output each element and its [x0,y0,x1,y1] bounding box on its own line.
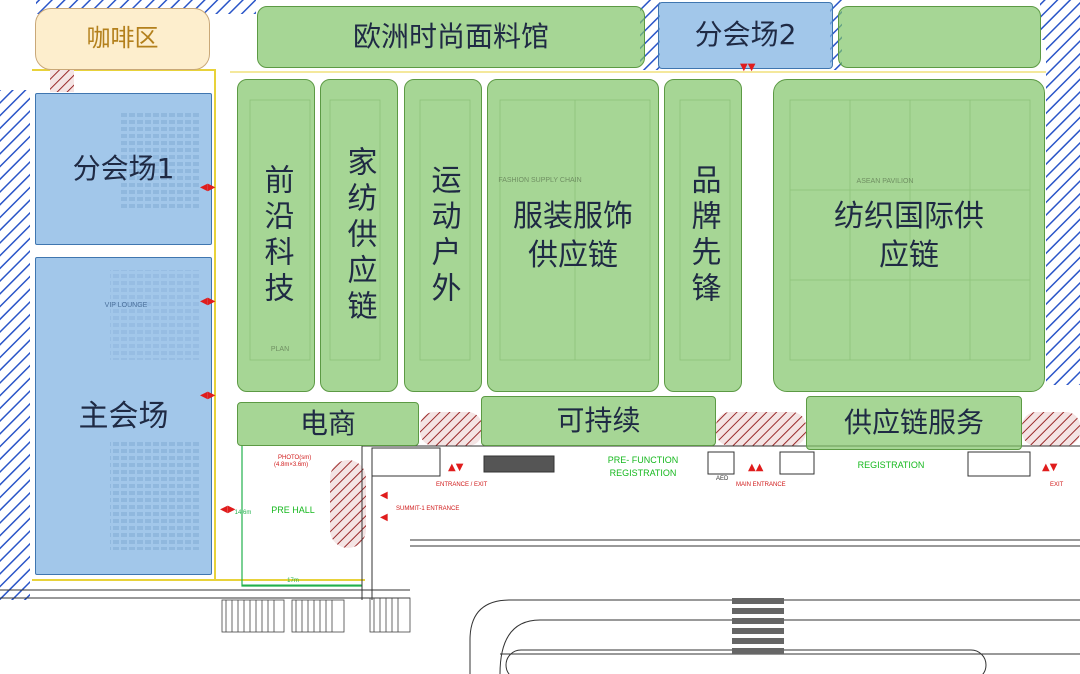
zone-european-fabric-hall-label: 欧洲时尚面料馆 [352,19,549,53]
zone-subvenue-1[interactable]: 分会场1 [35,93,212,245]
zone-cafe-label: 咖啡区 [86,24,159,53]
red-hatch-area-4 [330,460,366,548]
stairs-detail [221,597,411,633]
label-vip-lounge: VIP LOUNGE [104,302,148,309]
arrow-double-icon: ◀▶ [200,390,216,401]
zone-sports-outdoor[interactable]: 运动户外 [404,79,482,392]
pre-hall-outline [241,446,362,587]
zone-sports-outdoor-label: 运动户外 [425,163,461,308]
arrow-up-icon: ▲▼ [448,462,464,473]
zone-home-textile-supply-chain-label: 家纺供应链 [341,145,377,326]
zone-frontier-tech[interactable]: 前沿科技 [237,79,315,392]
zone-textile-international-supply-chain[interactable]: 纺织国际供应链 [773,79,1045,392]
arrow-left-icon: ◀ [380,512,388,523]
hatched-wall-top-1 [640,0,660,70]
label-exit: EXIT [1050,482,1064,488]
zone-ecommerce-label: 电商 [299,406,356,440]
label-photo-note: PHOTO(sm) [278,455,312,461]
arrow-double-icon: ◀▶ [220,504,236,515]
arrow-double-icon: ◀▶ [200,296,216,307]
label-plan-item: PLAN [270,346,290,353]
arrow-double-icon: ▼▼ [740,62,756,73]
label-pre-function: PRE- FUNCTION [607,455,679,465]
zone-subvenue-2-label: 分会场2 [694,18,797,52]
label-registration-1: REGISTRATION [609,468,677,478]
zone-home-textile-supply-chain[interactable]: 家纺供应链 [320,79,398,392]
hall-outline-yellow [32,69,216,581]
zone-european-fabric-hall[interactable]: 欧洲时尚面料馆 [257,6,645,68]
label-width-1: 14.6m [234,510,252,516]
label-registration-2: REGISTRATION [857,460,925,470]
label-asean-pavilion: ASEAN PAVILION [856,178,914,185]
label-main-entrance: MAIN ENTRANCE [736,482,786,488]
zone-brand-pioneer-label: 品牌先锋 [685,163,721,308]
zone-main-venue-label: 主会场 [78,398,169,434]
label-pre-hall: PRE HALL [271,505,315,515]
red-hatch-column-top [50,70,74,92]
zone-apparel-supply-chain-label: 服装服饰供应链 [513,198,633,273]
zone-apparel-supply-chain[interactable]: 服装服饰供应链 [487,79,659,392]
crosswalk [732,598,784,654]
label-photo-dim: (4.8m×3.6m) [274,462,309,468]
label-fashion-supply-chain: FASHION SUPPLY CHAIN [498,177,582,184]
label-aed: AED [716,476,729,482]
zone-main-venue[interactable]: 主会场 [35,257,212,575]
zone-sustainable[interactable]: 可持续 [481,396,716,446]
arrow-left-icon: ◀ [380,490,388,501]
zone-ecommerce[interactable]: 电商 [237,402,419,446]
red-hatch-area-2 [716,412,806,446]
arrow-down-icon: ▲▼ [1042,462,1058,473]
zone-cafe[interactable]: 咖啡区 [35,8,210,70]
hatched-wall-top-right [1040,0,1080,40]
zone-frontier-tech-label: 前沿科技 [258,163,294,308]
zone-subvenue-1-label: 分会场1 [72,151,175,185]
zone-supply-chain-services-label: 供应链服务 [843,405,984,439]
zone-top-right-block[interactable] [838,6,1041,68]
zone-brand-pioneer[interactable]: 品牌先锋 [664,79,742,392]
zone-supply-chain-services[interactable]: 供应链服务 [806,396,1022,450]
label-width-2: 17m [287,578,299,584]
label-entrance-exit: ENTRANCE / EXIT [436,482,488,488]
red-hatch-area-3 [1022,412,1080,446]
zone-sustainable-label: 可持续 [556,403,641,437]
hatched-wall-left [0,90,30,600]
arrow-up-icon: ▲▲ [748,462,764,473]
hatched-wall-right [1046,40,1080,385]
zone-subvenue-2[interactable]: 分会场2 [658,2,833,69]
red-hatch-area-1 [420,412,482,446]
label-summit-entrance: SUMMIT-1 ENTRANCE [396,506,460,512]
zone-textile-international-supply-chain-label: 纺织国际供应链 [834,198,984,273]
arrow-double-icon: ◀▶ [200,182,216,193]
